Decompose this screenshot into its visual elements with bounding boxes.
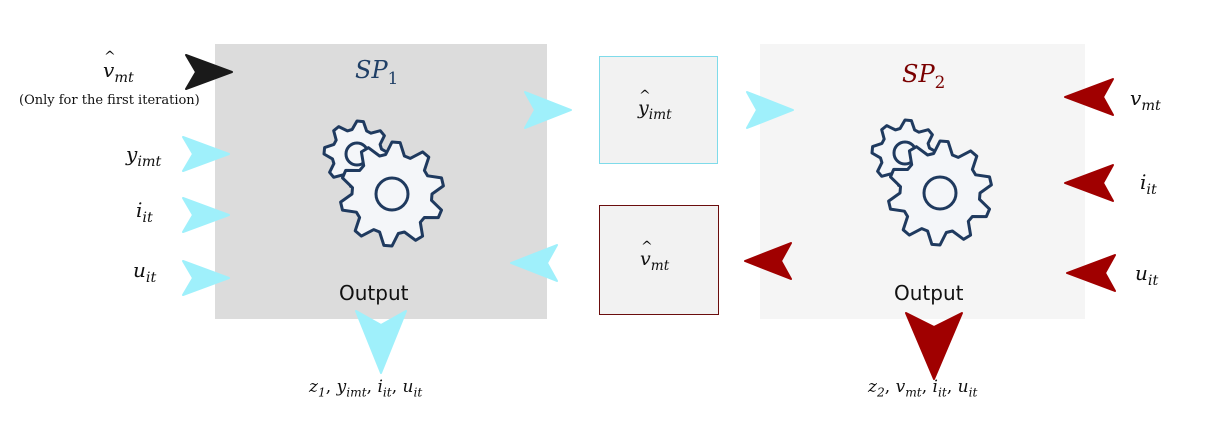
sp2-output-separator: ,: [921, 377, 933, 397]
v-hat-base: v: [640, 239, 652, 270]
sp1-output-var: yimt: [336, 377, 367, 400]
sp1-output-separator: ,: [325, 377, 337, 397]
sp1-output-var-sub: it: [413, 385, 423, 400]
sp1-input-u-arrow: [182, 260, 230, 296]
sp1-output-var-sub: 1: [317, 385, 326, 400]
sp2-output-var-base: u: [957, 377, 969, 397]
sp2-input-v-sub: mt: [1141, 98, 1161, 115]
sp2-output-var: vmt: [895, 377, 922, 400]
sp1-gears-icon: [322, 119, 445, 248]
sp2-output-var: z2: [868, 377, 885, 400]
sp1-input-i-sub: it: [142, 210, 153, 227]
sp1-output-var-sub: it: [382, 385, 392, 400]
sp2-input-u-base: u: [1135, 261, 1148, 285]
y-hat-sub: imt: [648, 106, 672, 123]
sp2-output-var: iit: [932, 377, 947, 400]
sp2-input-v-base: v: [1130, 86, 1142, 110]
sp2-output-vars: z2, vmt, iit, uit: [868, 377, 977, 399]
sp1-input-y-label: yimt: [126, 142, 161, 170]
first-iteration-note: (Only for the first iteration): [19, 93, 200, 108]
sp2-output-var: uit: [957, 377, 978, 400]
sp1-title: SP1: [355, 56, 398, 88]
sp2-output-var-base: z: [868, 377, 877, 397]
sp2-output-arrow: [905, 312, 963, 380]
sp1-output-var-base: y: [336, 377, 347, 397]
sp2-output-var-base: v: [895, 377, 906, 397]
sp1-input-y-arrow: [182, 136, 230, 172]
sp1-output-separator: ,: [391, 377, 403, 397]
sp2-input-u-sub: it: [1147, 273, 1159, 290]
sp1-output-var: z1: [309, 377, 326, 400]
y-hat-to-sp2-arrow: [746, 91, 794, 129]
sp2-output-var-sub: it: [937, 385, 947, 400]
sp2-input-i-sub: it: [1146, 182, 1157, 199]
sp2-to-v-hat-arrow: [744, 242, 792, 280]
sp1-input-y-sub: imt: [137, 154, 162, 171]
sp2-input-i-label: iit: [1140, 170, 1157, 198]
sp1-input-u-base: u: [133, 258, 146, 282]
sp1-output-var: iit: [377, 377, 392, 400]
sp2-input-v-label: vmt: [1130, 86, 1161, 114]
sp2-output-var-sub: 2: [876, 385, 885, 400]
sp1-input-i-label: iit: [136, 198, 153, 226]
sp1-input-i-arrow: [182, 197, 230, 233]
sp1-output-var-base: u: [402, 377, 414, 397]
sp2-title-base: SP: [902, 60, 935, 88]
sp1-input-v-hat-arrow: [185, 54, 233, 90]
sp1-output-var: uit: [402, 377, 423, 400]
sp1-input-v-hat-label: vmt: [103, 49, 134, 87]
sp2-input-i-arrow: [1064, 164, 1114, 202]
sp2-output-var-sub: it: [968, 385, 978, 400]
sp2-output-separator: ,: [946, 377, 958, 397]
sp1-input-u-label: uit: [133, 258, 156, 286]
sp2-gears-icon: [870, 118, 993, 247]
sp2-output-var-sub: mt: [905, 385, 922, 400]
sp1-output-vars: z1, yimt, iit, uit: [309, 377, 422, 399]
sp1-to-y-hat-arrow: [524, 91, 572, 129]
sp1-output-var-base: z: [309, 377, 318, 397]
sp1-output-var-sub: imt: [346, 385, 367, 400]
sp2-input-u-label: uit: [1135, 261, 1158, 289]
sp1-input-v-hat-sub: mt: [114, 70, 134, 87]
sp1-title-sub: 1: [387, 67, 399, 88]
sp1-title-base: SP: [355, 56, 388, 84]
y-hat-base: y: [638, 88, 650, 119]
sp2-input-v-arrow: [1064, 78, 1114, 116]
v-hat-exchange-box: vmt: [599, 205, 719, 315]
v-hat-label: vmt: [640, 239, 670, 274]
v-hat-to-sp1-arrow: [510, 244, 558, 282]
sp2-title: SP2: [902, 60, 945, 92]
sp2-output-var-base: i: [932, 377, 938, 397]
gear-hole: [374, 176, 410, 212]
sp2-title-sub: 2: [934, 71, 946, 92]
v-hat-sub: mt: [650, 257, 670, 274]
sp1-input-y-base: y: [126, 142, 138, 166]
y-hat-exchange-box: yimt: [599, 56, 718, 164]
y-hat-label: yimt: [638, 88, 672, 123]
sp1-input-u-sub: it: [145, 270, 157, 287]
sp2-output-separator: ,: [884, 377, 896, 397]
sp1-input-v-hat-base: v: [103, 49, 116, 82]
sp1-input-i-base: i: [136, 198, 143, 222]
sp1-output-separator: ,: [366, 377, 378, 397]
gear-hole: [922, 175, 958, 211]
sp2-output-label: Output: [894, 281, 964, 305]
sp1-output-label: Output: [339, 281, 409, 305]
sp1-output-var-base: i: [377, 377, 383, 397]
sp2-input-i-base: i: [1140, 170, 1147, 194]
sp2-input-u-arrow: [1066, 254, 1116, 292]
sp1-output-arrow: [355, 310, 407, 374]
